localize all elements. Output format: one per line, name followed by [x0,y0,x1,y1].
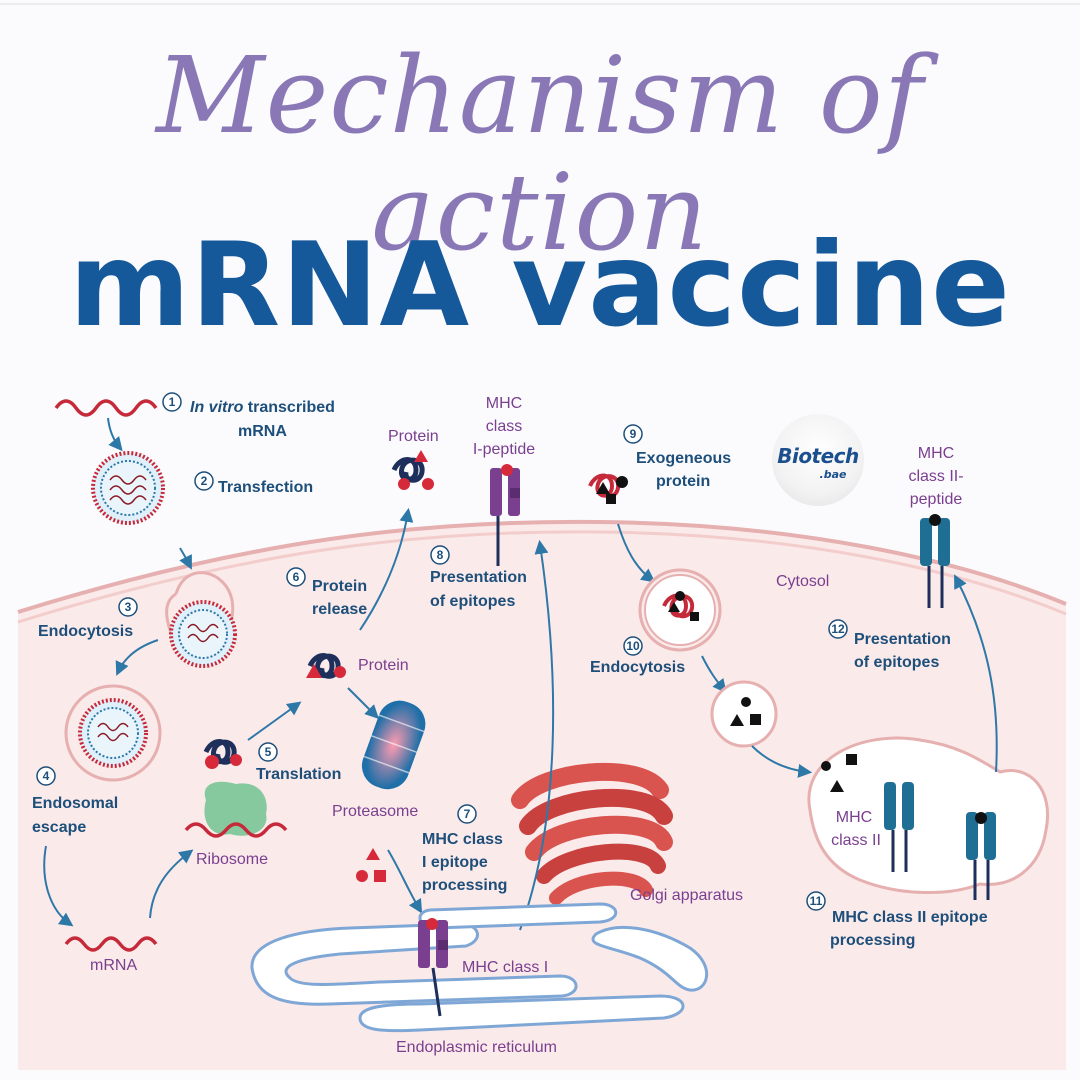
mhc-class-ii-peptide-icon [920,514,950,608]
er-label: Endoplasmic reticulum [396,1039,557,1056]
mhc2-peptide-label-2: class II- [908,468,963,485]
cytosol-label: Cytosol [776,573,829,590]
golgi-apparatus-icon [511,762,673,905]
step-6-label-line2: release [312,601,367,618]
step-4-label-line2: escape [32,819,86,836]
proteasome-label: Proteasome [332,803,418,820]
step-4-number: 4 [43,769,50,783]
step-9-label-line1: Exogeneous [636,450,731,467]
step-3-number: 3 [125,600,132,614]
step-12-label-line1: Presentation [854,631,951,648]
step-9-number: 9 [630,427,637,441]
mhc-class-ii-loaded-icon [966,812,996,900]
mrna-strand-icon [54,399,158,417]
step-6-label-line1: Protein [312,578,367,595]
mhc-class-ii-icon [884,782,914,872]
step-12-label-line2: of epitopes [854,654,939,671]
step-10-number: 10 [626,639,640,653]
protein-mid-label: Protein [358,657,409,674]
step-6-number: 6 [293,570,300,584]
mhc1-peptide-label-1: MHC [486,395,522,412]
lipid-nanoparticle-icon [91,451,165,525]
step-7-number: 7 [464,807,471,821]
step-8-number: 8 [437,548,444,562]
step-badges [36,392,848,911]
step-10-label: Endocytosis [590,659,685,676]
protein-mid-icon [306,653,346,679]
golgi-label: Golgi apparatus [630,887,743,904]
mhc2-label-2: class II [831,832,881,849]
mrna-free-icon [64,936,158,952]
step-12-number: 12 [831,622,845,636]
step-11-label-line1: MHC class II epitope [832,909,988,926]
logo-main-text: Biotech [777,444,859,468]
protein-top-label: Protein [388,428,439,445]
peptide-fragments-icon [356,848,386,882]
endocytosis-vesicle-icon [165,571,237,668]
step-5-label: Translation [256,766,341,783]
step-9-label-line2: protein [656,473,710,490]
step-1-number: 1 [169,395,176,409]
step-1-label-line2: mRNA [238,423,287,440]
step-8-label-line2: of epitopes [430,593,515,610]
mhc1-peptide-label-3: I-peptide [473,441,535,458]
mhc2-peptide-label-3: peptide [910,491,963,508]
script-title: Mechanism of action [156,34,924,274]
cell-cytosol [17,519,1067,1070]
main-title: mRNA vaccine [69,218,1011,353]
step-7-label-line2: I epitope [422,854,488,871]
mhc2-peptide-label-1: MHC [918,445,954,462]
step-4-label-line1: Endosomal [32,795,118,812]
logo-sub-text: .bae [819,468,847,481]
mrna-label: mRNA [90,957,137,974]
proteasome-icon [361,700,426,790]
mhc1-peptide-label-2: class [486,418,522,435]
biotech-logo: Biotech .bae [772,414,864,506]
step-2-number: 2 [201,474,208,488]
step-11-number: 11 [810,894,823,908]
ribosome-label: Ribosome [196,851,268,868]
step-7-label-line1: MHC class [422,831,503,848]
protein-top-icon [391,450,434,490]
step-7-label-line3: processing [422,877,507,894]
ribosome-icon [184,781,288,838]
step-8-label-line1: Presentation [430,569,527,586]
endosome-icon [64,684,162,782]
mhc-class-i-er-icon [418,918,448,1017]
degraded-vesicle-icon [710,680,778,748]
step-1-label: In vitro transcribed [190,399,335,416]
exogeneous-endosome-icon [638,568,722,652]
mhc-class-i-label: MHC class I [462,959,548,976]
step-5-number: 5 [265,745,272,759]
mhc-class-i-peptide-icon [490,464,520,566]
step-3-label: Endocytosis [38,623,133,640]
step-2-label: Transfection [218,479,313,496]
step-11-label-line2: processing [830,932,915,949]
protein-translation-icon [203,739,242,769]
mhc2-label-1: MHC [836,809,872,826]
exogeneous-protein-icon [588,473,628,504]
endoplasmic-reticulum-icon [250,902,709,1033]
